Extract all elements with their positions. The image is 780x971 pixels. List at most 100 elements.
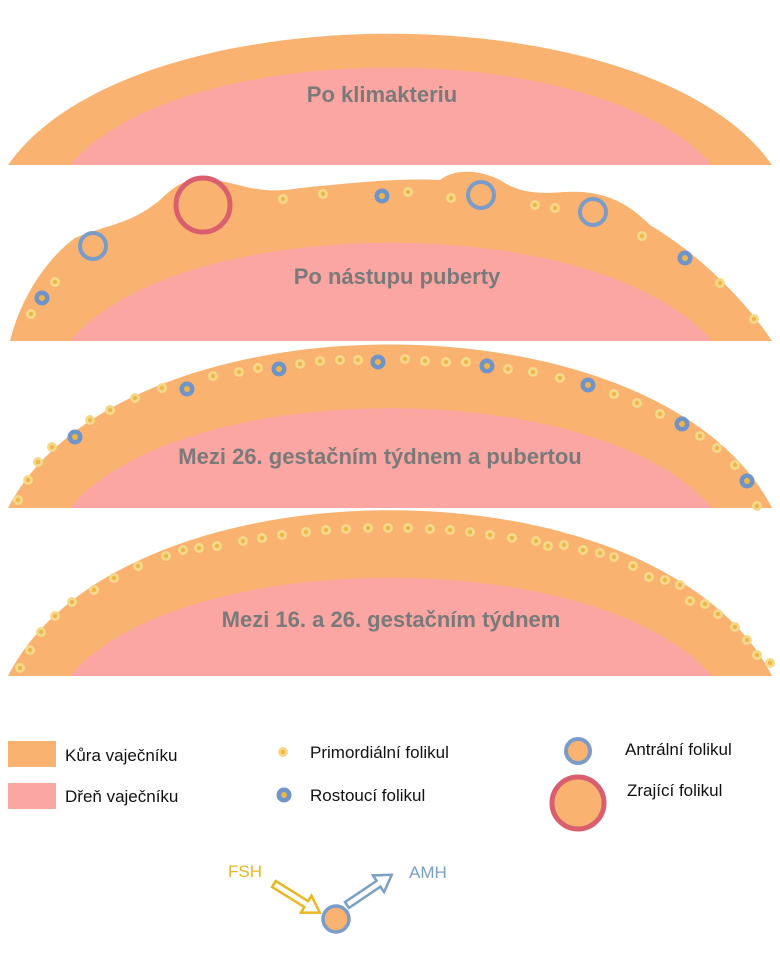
primordial-follicle	[695, 431, 705, 441]
panel-week16-to-26: Mezi 16. a 26. gestačním týdnem	[8, 510, 775, 676]
primordial-follicle	[632, 398, 642, 408]
growing-follicle	[67, 429, 83, 445]
legend: Kůra vaječníku Dřeň vaječníku Primordiál…	[8, 737, 732, 832]
primordial-follicle	[277, 530, 287, 540]
primordial-follicle	[26, 309, 36, 319]
legend-medulla-swatch	[8, 783, 56, 809]
primordial-follicle	[15, 663, 25, 673]
primordial-follicle	[425, 524, 435, 534]
primordial-follicle	[335, 355, 345, 365]
medulla-post-menopause	[70, 67, 712, 165]
primordial-follicle	[550, 203, 560, 213]
follicles-after-puberty	[26, 175, 759, 324]
growing-follicle	[179, 381, 195, 397]
legend-growing-label: Rostoucí folikul	[310, 786, 425, 805]
primordial-follicle	[752, 650, 762, 660]
legend-mature-label: Zrající folikul	[627, 781, 722, 800]
follicle-icon	[321, 904, 351, 934]
primordial-follicle	[730, 622, 740, 632]
label-post-menopause: Po klimakteriu	[307, 82, 457, 107]
primordial-follicle	[321, 525, 331, 535]
primordial-follicle	[23, 475, 33, 485]
primordial-follicle	[238, 536, 248, 546]
primordial-follicle	[465, 527, 475, 537]
legend-primordial-icon	[278, 747, 288, 757]
primordial-follicle	[765, 658, 775, 668]
growing-follicle	[580, 377, 596, 393]
growing-follicle	[271, 361, 287, 377]
primordial-follicle	[712, 443, 722, 453]
primordial-follicle	[133, 561, 143, 571]
primordial-follicle	[752, 501, 762, 511]
primordial-follicle	[161, 551, 171, 561]
primordial-follicle	[178, 545, 188, 555]
growing-follicle	[34, 290, 50, 306]
primordial-follicle	[675, 580, 685, 590]
primordial-follicle	[543, 541, 553, 551]
legend-cortex-swatch	[8, 741, 56, 767]
primordial-follicle	[89, 585, 99, 595]
primordial-follicle	[595, 548, 605, 558]
primordial-follicle	[383, 523, 393, 533]
primordial-follicle	[315, 356, 325, 366]
primordial-follicle	[36, 627, 46, 637]
follicles-week16-to-26	[15, 523, 775, 673]
primordial-follicle	[441, 357, 451, 367]
primordial-follicle	[50, 277, 60, 287]
primordial-follicle	[295, 359, 305, 369]
primordial-follicle	[528, 367, 538, 377]
primordial-follicle	[353, 355, 363, 365]
primordial-follicle	[253, 363, 263, 373]
label-week26-to-puberty: Mezi 26. gestačním týdnem a pubertou	[178, 444, 581, 469]
legend-antral-icon	[564, 737, 592, 765]
primordial-follicle	[208, 371, 218, 381]
primordial-follicle	[403, 523, 413, 533]
panel-post-menopause: Po klimakteriu	[8, 33, 772, 165]
primordial-follicle	[530, 200, 540, 210]
primordial-follicle	[301, 527, 311, 537]
primordial-follicle	[637, 231, 647, 241]
antral-follicle	[466, 180, 496, 210]
primordial-follicle	[33, 457, 43, 467]
legend-growing-icon	[276, 787, 292, 803]
primordial-follicle	[130, 393, 140, 403]
growing-follicle	[739, 473, 755, 489]
primordial-follicle	[257, 533, 267, 543]
primordial-follicle	[403, 187, 413, 197]
antral-follicle	[578, 197, 608, 227]
growing-follicle	[479, 358, 495, 374]
primordial-follicle	[715, 278, 725, 288]
primordial-follicle	[700, 599, 710, 609]
primordial-follicle	[742, 635, 752, 645]
primordial-follicle	[13, 495, 23, 505]
primordial-follicle	[531, 536, 541, 546]
amh-arrow-icon	[343, 873, 394, 910]
primordial-follicle	[485, 530, 495, 540]
legend-mature-icon	[549, 774, 607, 832]
primordial-follicle	[628, 561, 638, 571]
primordial-follicle	[318, 189, 328, 199]
primordial-follicle	[420, 356, 430, 366]
primordial-follicle	[234, 367, 244, 377]
legend-antral-label: Antrální folikul	[625, 740, 732, 759]
primordial-follicle	[67, 597, 77, 607]
primordial-follicle	[507, 533, 517, 543]
primordial-follicle	[609, 552, 619, 562]
primordial-follicle	[644, 572, 654, 582]
primordial-follicle	[555, 373, 565, 383]
mature-follicle	[173, 175, 233, 235]
primordial-follicle	[445, 525, 455, 535]
growing-follicle	[374, 188, 390, 204]
primordial-follicle	[730, 460, 740, 470]
fsh-arrow-icon	[270, 879, 322, 914]
primordial-follicle	[461, 357, 471, 367]
primordial-follicle	[341, 524, 351, 534]
primordial-follicle	[749, 314, 759, 324]
growing-follicle	[674, 416, 690, 432]
medulla-week26-to-puberty	[70, 408, 712, 508]
hormone-regulation: FSH AMH	[228, 862, 447, 934]
antral-follicle	[78, 231, 108, 261]
primordial-follicle	[157, 383, 167, 393]
amh-label: AMH	[409, 863, 447, 882]
primordial-follicle	[655, 409, 665, 419]
